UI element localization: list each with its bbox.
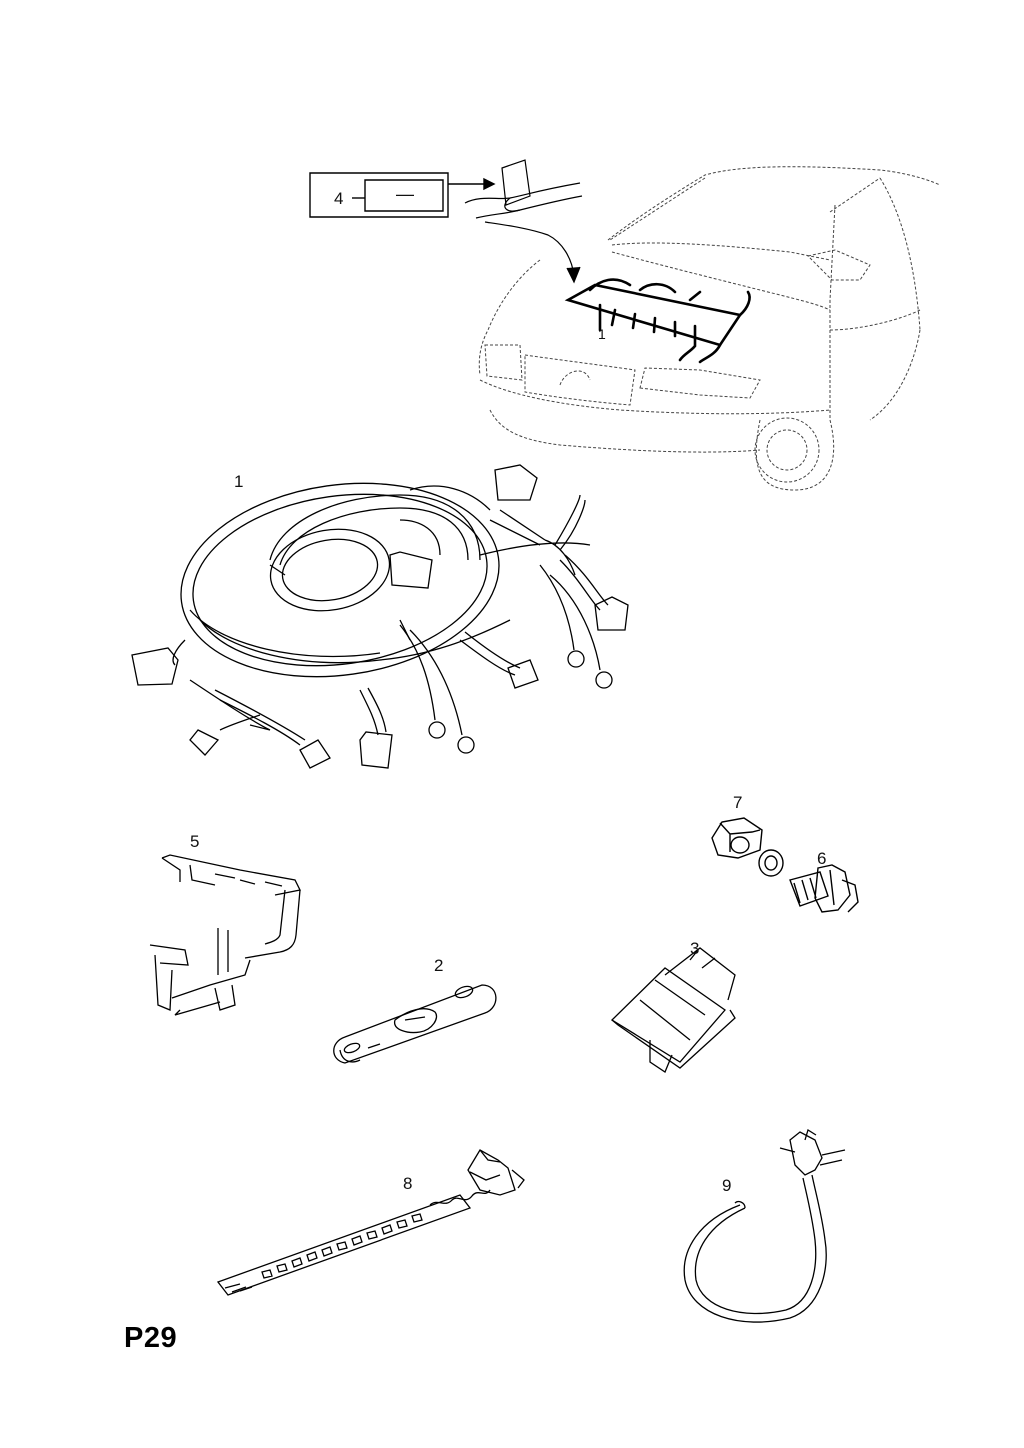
- cable-tie-strap-icon: [218, 1150, 524, 1295]
- page-code: P29: [124, 1322, 178, 1354]
- mounting-bracket-icon: [150, 855, 300, 1015]
- inset-callout: 4: [334, 189, 344, 208]
- callout-5: 5: [190, 832, 200, 851]
- callout-3: 3: [690, 939, 700, 958]
- nut-washer-icon: [712, 818, 783, 876]
- tape-inset-box: [310, 173, 494, 217]
- callout-car-harness: 1: [598, 326, 606, 342]
- callout-7: 7: [733, 793, 743, 812]
- wiring-harness-icon: [132, 464, 628, 768]
- cable-clip-icon: [612, 948, 735, 1072]
- bolt-icon: [790, 865, 858, 912]
- bracket-plate-icon: [334, 984, 496, 1063]
- callout-2: 2: [434, 956, 444, 975]
- callout-9: 9: [722, 1176, 732, 1195]
- callout-1: 1: [234, 472, 244, 491]
- inset-symbol: —: [396, 184, 414, 204]
- cable-tie-loop-icon: [684, 1130, 845, 1322]
- car-harness-highlight: [568, 280, 750, 362]
- callout-6: 6: [817, 849, 827, 868]
- callout-8: 8: [403, 1174, 413, 1193]
- adhesive-tape-icon: [465, 160, 582, 282]
- car-outline: [479, 167, 940, 490]
